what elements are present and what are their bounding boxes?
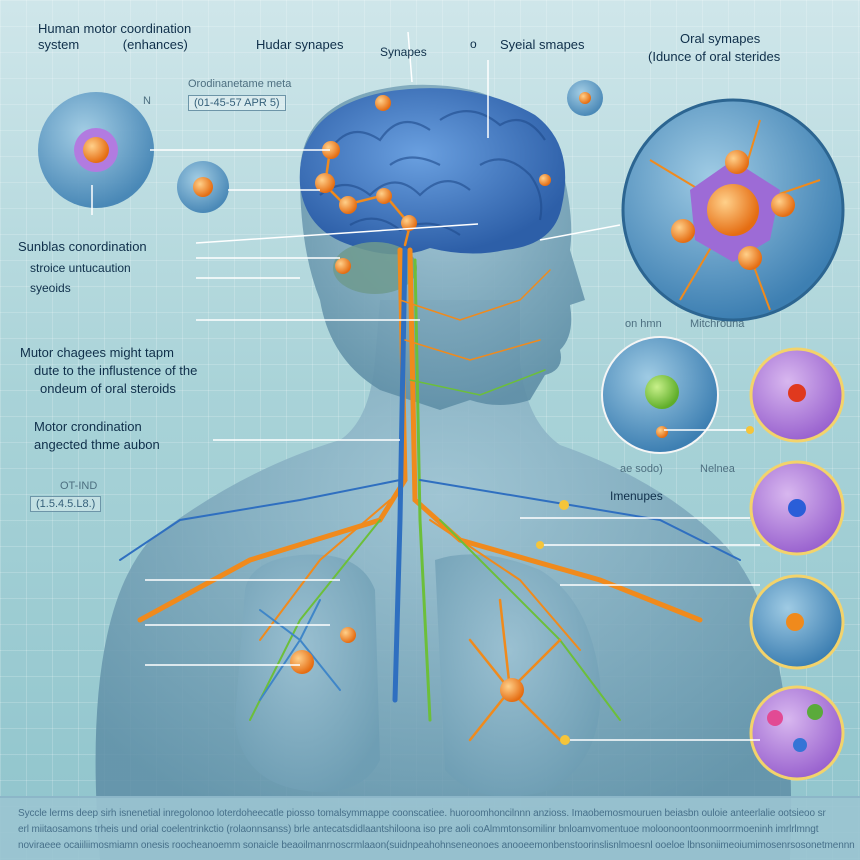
title-line-2: system (enhances) [38,37,188,53]
footer-line-3: noviraeee ocaiiliimosmiamn onesis rooche… [18,840,855,851]
small-n-label: N [143,95,151,107]
label-o-prefix: o [470,37,477,51]
oral-cell-vesicle [771,193,795,217]
cell-nucleus-left-large [83,137,109,163]
cell-nucleus-green [645,375,679,409]
cell-node-mid-right [656,426,668,438]
label-motor-coord-line2: angected thme aubon [34,437,160,452]
synapse-node [375,95,391,111]
sphere-dot-blue [788,499,806,517]
label-cell-bottom-left: ae sodo) [620,463,663,475]
synapse-node [315,173,335,193]
label-synapes: Synapes [380,45,427,59]
sphere-dot-blue-small [793,738,807,752]
label-motor-changes-line3: ondeum of oral steroids [40,381,176,396]
synapse-node [401,215,417,231]
label-sunblas-line3: syeoids [30,281,71,295]
label-hudar-synapses: Hudar synapes [256,37,344,52]
label-influence-oral: (Idunce of oral sterides [648,49,781,64]
title-system-word: system [38,37,80,52]
right-lung [435,554,601,797]
sphere-purple-4 [749,685,845,781]
synapse-node [539,174,551,186]
label-sunblas-line1: Sunblas conordination [18,239,147,254]
synapse-node [322,141,340,159]
label-cell-left: on hmn [625,318,662,330]
label-motor-changes-line1: Mutor chagees might tapm [20,345,174,360]
leader-lines [91,31,760,741]
oral-cell-nucleus [707,184,759,236]
brain [299,88,566,255]
cell-nucleus-top [579,92,591,104]
synapse-node [500,678,524,702]
label-oral-synapses: Oral symapes [680,31,761,46]
title-line-1: Human motor coordination [38,21,192,36]
sphere-dot-red [788,384,806,402]
coordinate-text: Orodinanetame meta [188,78,292,90]
synapse-node [376,188,392,204]
label-syeial-smapes: Syeial smapes [500,37,585,52]
oral-cell-vesicle [725,150,749,174]
footer-text-panel: Syccle lerms deep sirh isnenetial inrego… [0,796,860,860]
footer-line-2: erl miitaosamons trheis und orial coelen… [18,824,819,835]
label-cell-right: Mitchrouna [690,318,745,330]
left-lung [235,554,380,792]
sphere-dot-orange [786,613,804,631]
label-motor-changes-line2: dute to the influstence of the [34,363,198,378]
synapse-node [290,650,314,674]
coordinate-code-box: (01-45-57 APR 5) [188,95,286,111]
synapse-node [335,258,351,274]
leader-dots [536,426,754,745]
sphere-dot-pink [767,710,783,726]
label-ind-code-box: (1.5.4.5.L8.) [30,496,102,512]
synapse-nodes [290,95,551,702]
label-ind-text: OT-IND [60,480,98,492]
cerebellum [333,242,417,294]
label-cell-bottom-right: Nelnea [700,463,735,475]
synapse-node [339,196,357,214]
oral-cell-vesicle [671,219,695,243]
footer-line-1: Syccle lerms deep sirh isnenetial inrego… [18,808,826,819]
synapse-node [340,627,356,643]
title-suffix: (enhances) [122,37,188,52]
nerve-network [119,148,741,742]
oral-cell-vesicle [738,246,762,270]
sphere-dot-green [807,704,823,720]
label-sunblas-line2: stroice untucaution [30,261,131,275]
cell-nucleus-left-small [193,177,213,197]
label-motor-coord-line1: Motor crondination [34,419,142,434]
label-imenupes: Imenupes [610,489,663,503]
